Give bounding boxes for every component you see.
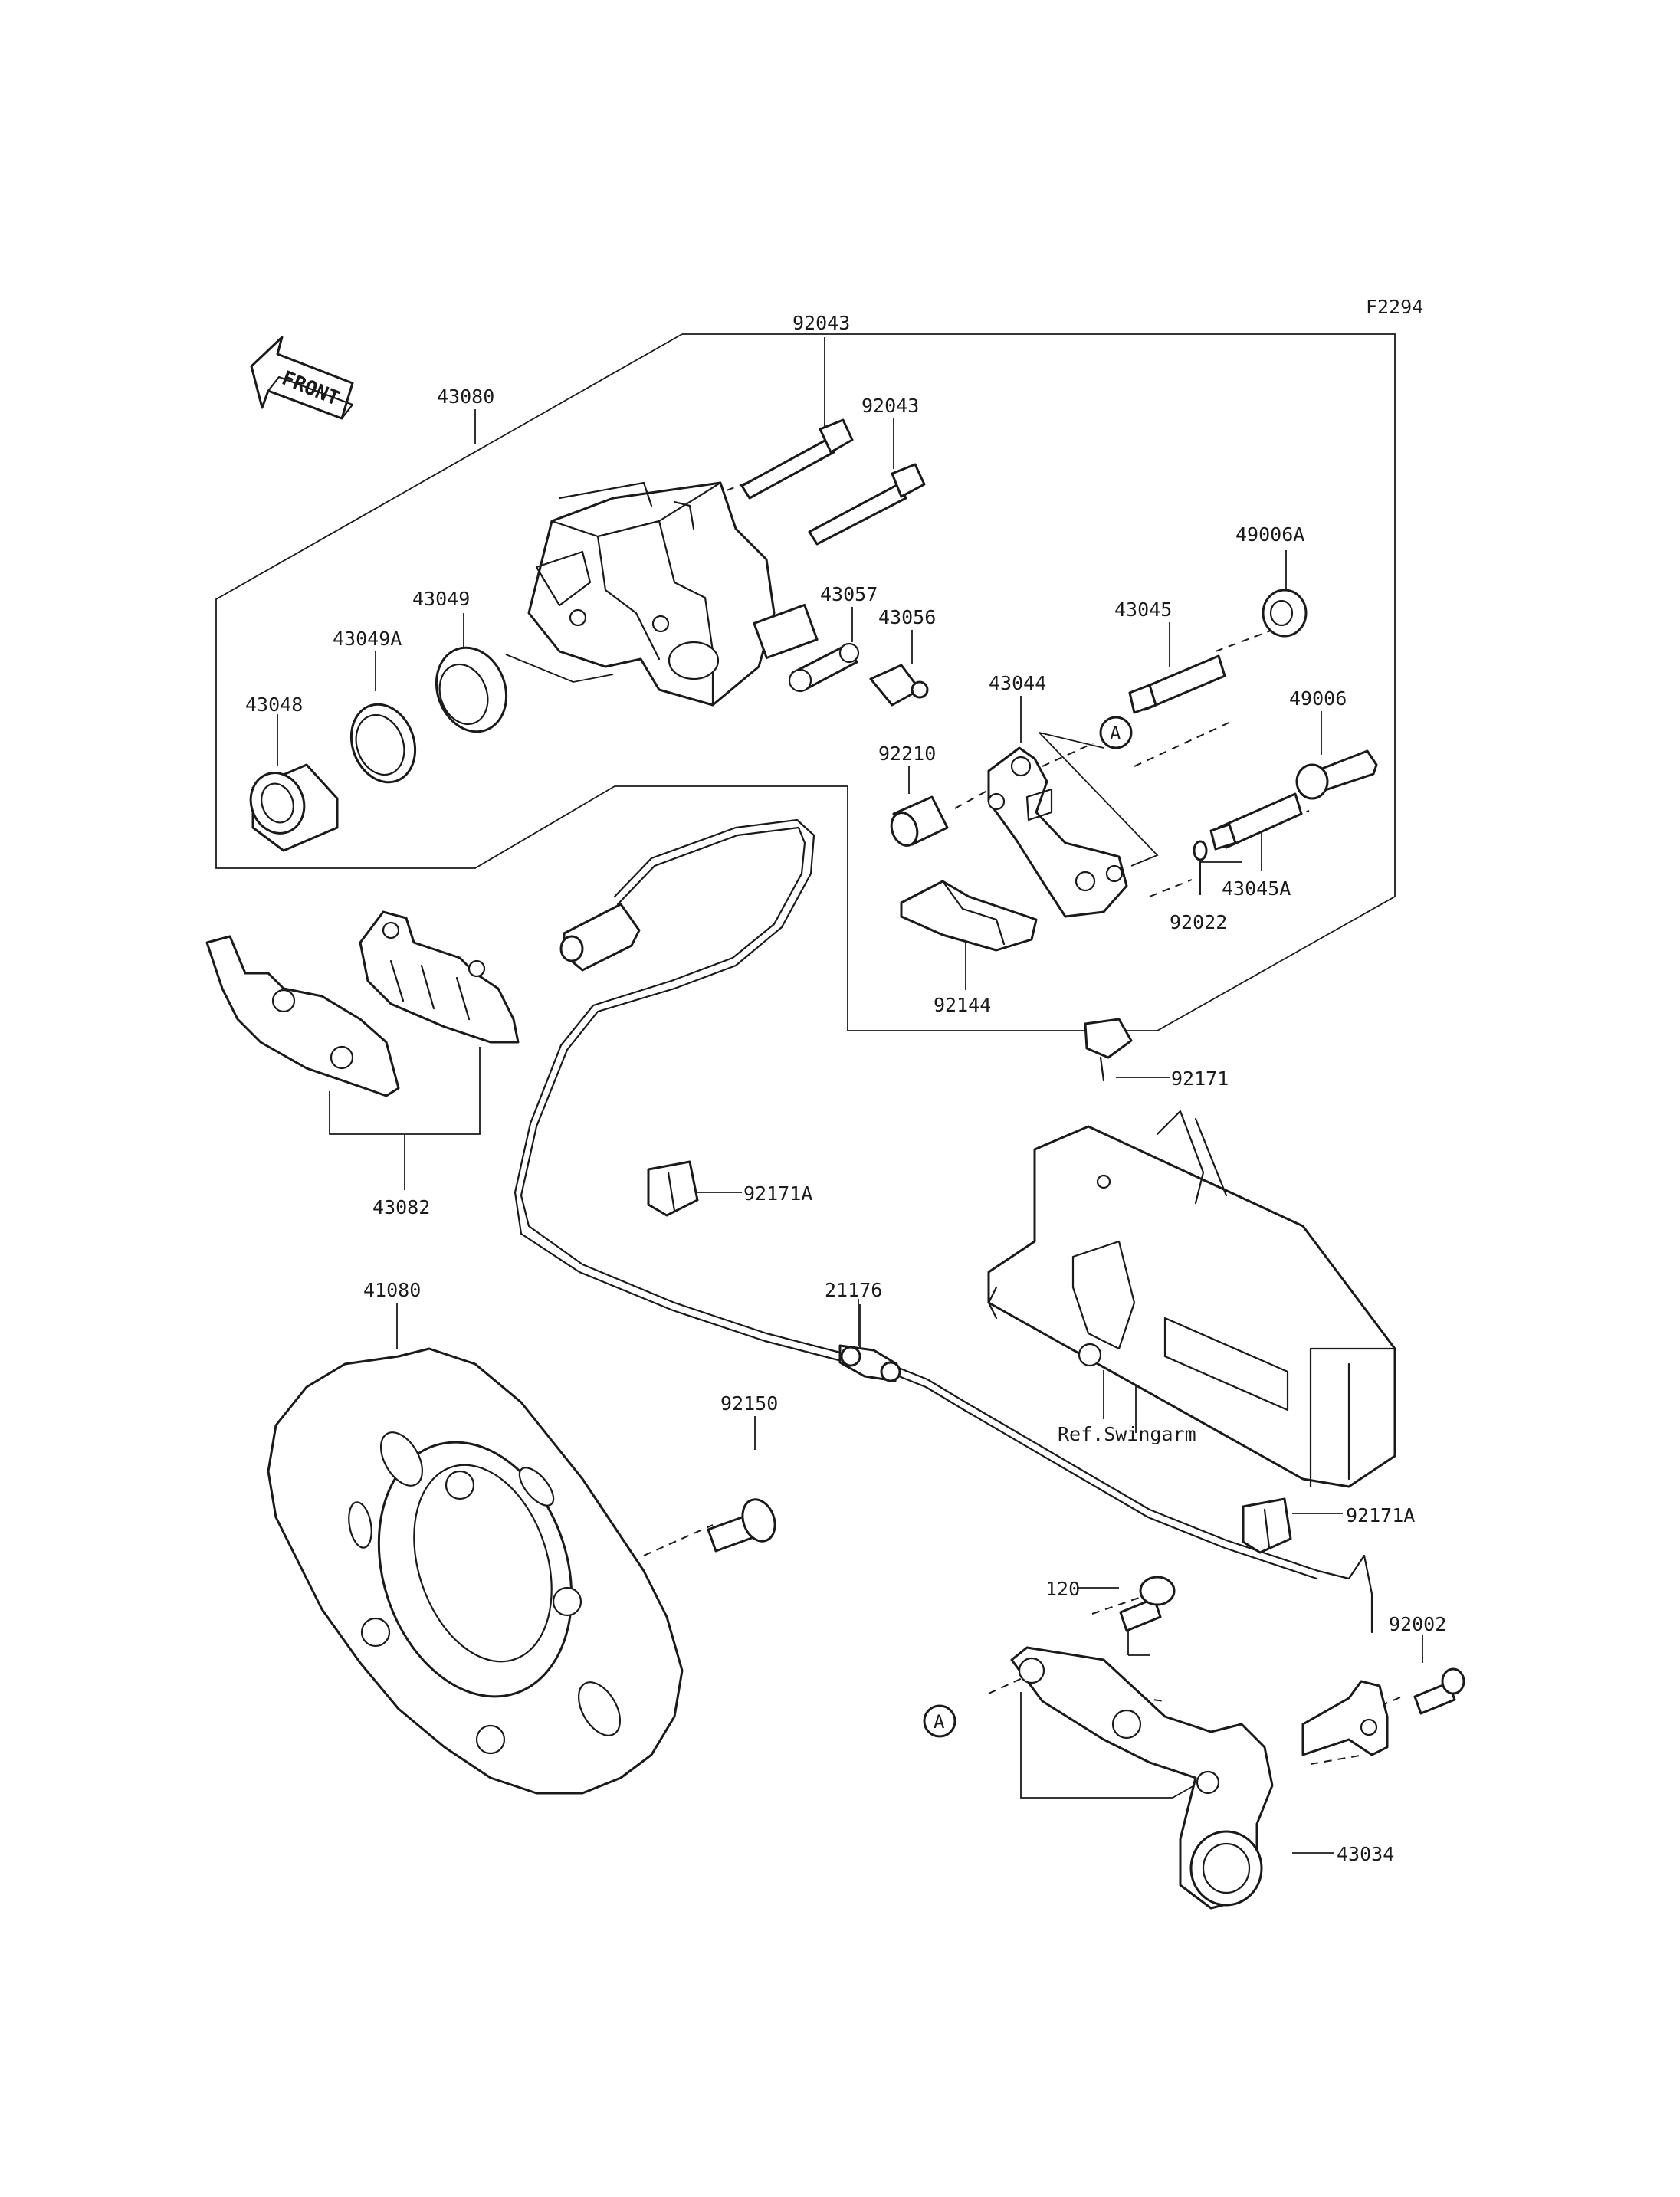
piston-seal-43049 xyxy=(435,646,508,733)
clamp-92171 xyxy=(1084,1018,1133,1082)
slide-pin-43045 xyxy=(1128,654,1226,714)
label-41080: 41080 xyxy=(363,1279,421,1301)
label-49006A: 49006A xyxy=(1235,523,1304,546)
label-ref-swingarm: Ref.Swingarm xyxy=(1058,1423,1196,1445)
bolt-120 xyxy=(1119,1576,1176,1632)
svg-text:A: A xyxy=(934,1711,945,1733)
label-43049: 43049 xyxy=(412,588,470,610)
label-43082: 43082 xyxy=(372,1196,430,1218)
label-92150: 92150 xyxy=(720,1392,778,1415)
label-92002: 92002 xyxy=(1389,1613,1446,1635)
label-49006: 49006 xyxy=(1289,687,1347,710)
brake-disc-41080 xyxy=(267,1347,684,1795)
label-43044: 43044 xyxy=(989,672,1046,694)
swingarm-reference xyxy=(987,1110,1396,1488)
caliper-body xyxy=(527,481,819,707)
front-arrow-icon: FRONT xyxy=(250,336,354,420)
caliper-pin-92043-a xyxy=(740,418,854,500)
brake-pads-43082 xyxy=(205,910,520,1097)
label-92043-a: 92043 xyxy=(792,312,850,334)
reference-marker-a-bottom: A xyxy=(923,1704,956,1738)
leader-lines xyxy=(277,337,1423,1854)
dust-seal-43049A xyxy=(349,703,417,784)
label-21176: 21176 xyxy=(825,1279,882,1301)
label-92144: 92144 xyxy=(934,994,991,1016)
boot-49006 xyxy=(1295,749,1378,800)
label-43080: 43080 xyxy=(437,385,494,408)
label-92171A-a: 92171A xyxy=(743,1182,812,1205)
label-92210: 92210 xyxy=(878,743,936,765)
reference-marker-a-top: A xyxy=(1099,716,1133,749)
caliper-link-43057 xyxy=(788,642,860,693)
label-43045A: 43045A xyxy=(1222,877,1291,900)
caliper-pin-92043-b xyxy=(808,463,926,546)
label-43034: 43034 xyxy=(1337,1843,1394,1865)
figure-code: F2294 xyxy=(1366,296,1423,318)
svg-text:A: A xyxy=(1110,723,1121,744)
label-92171: 92171 xyxy=(1171,1067,1229,1090)
caliper-bracket-43044 xyxy=(987,746,1128,918)
label-43049A: 43049A xyxy=(333,628,402,650)
disc-bolt-92150 xyxy=(707,1498,776,1553)
caliper-assembly-outline xyxy=(215,333,1396,1031)
circlip-92022 xyxy=(1193,840,1208,861)
label-43045: 43045 xyxy=(1114,598,1172,621)
clamp-92171A-b xyxy=(1242,1497,1292,1554)
label-92171A-b: 92171A xyxy=(1346,1504,1415,1526)
bleeder-valve-43056 xyxy=(869,664,929,707)
torque-bracket-43034 xyxy=(1010,1646,1389,1910)
slide-pin-43045A xyxy=(1209,792,1303,851)
part-number-labels: 43080 92043 92043 43057 43056 49006A 430… xyxy=(245,312,1446,1865)
label-120: 120 xyxy=(1045,1578,1080,1600)
pad-spring-92144 xyxy=(900,880,1038,952)
bolt-92002 xyxy=(1413,1667,1465,1715)
label-43056: 43056 xyxy=(878,606,936,628)
label-43057: 43057 xyxy=(820,583,878,605)
label-43048: 43048 xyxy=(245,694,303,716)
clamp-92171A-a xyxy=(647,1160,699,1217)
boot-49006A xyxy=(1262,589,1308,638)
caliper-piston-43048 xyxy=(249,763,339,852)
bushing-92210 xyxy=(890,795,949,847)
label-92022: 92022 xyxy=(1170,911,1227,933)
label-92043-b: 92043 xyxy=(861,395,919,417)
